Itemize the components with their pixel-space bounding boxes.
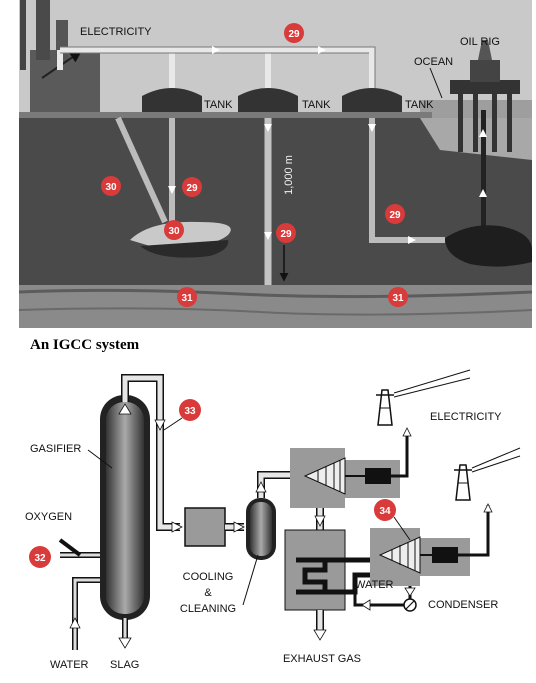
up-arrow bbox=[479, 189, 487, 197]
storage-tank bbox=[342, 88, 402, 112]
badge-34: 34 bbox=[374, 499, 396, 521]
generator-wire-2 bbox=[458, 505, 490, 557]
svg-text:30: 30 bbox=[105, 182, 117, 193]
ground-surface-line bbox=[19, 112, 432, 118]
svg-text:30: 30 bbox=[168, 226, 180, 237]
water-label-bottom: WATER bbox=[50, 659, 89, 671]
svg-text:29: 29 bbox=[389, 210, 401, 221]
up-arrow bbox=[479, 129, 487, 137]
down-arrow bbox=[368, 124, 376, 132]
gasifier-label: GASIFIER bbox=[30, 443, 81, 455]
down-arrow bbox=[264, 124, 272, 132]
cleaning-pointer bbox=[242, 554, 259, 606]
steam-turbine bbox=[378, 536, 458, 574]
oxygen-label: OXYGEN bbox=[25, 511, 72, 523]
generator-wire-1 bbox=[391, 430, 409, 478]
badge-29-center: 29 bbox=[276, 223, 296, 243]
down-arrow bbox=[154, 419, 166, 431]
up-arrow bbox=[402, 427, 412, 437]
oxygen-diagonal-pipe bbox=[58, 538, 82, 557]
up-arrow bbox=[483, 503, 493, 513]
badge-31-left: 31 bbox=[177, 287, 197, 307]
ocean-label: OCEAN bbox=[414, 56, 453, 68]
rock-stripe bbox=[18, 288, 533, 299]
tank-label-3: TANK bbox=[405, 99, 434, 111]
svg-text:33: 33 bbox=[184, 406, 196, 417]
ocean-pointer bbox=[429, 67, 443, 99]
rock-stripe-2 bbox=[18, 307, 533, 316]
right-arrow bbox=[408, 236, 416, 244]
svg-text:31: 31 bbox=[392, 293, 404, 304]
left-arrow bbox=[361, 599, 371, 611]
cooling-cleaning-unit bbox=[184, 507, 226, 547]
right-arrow bbox=[171, 521, 183, 533]
tank-label-1: TANK bbox=[204, 99, 233, 111]
water-inlet-pipe bbox=[72, 577, 100, 650]
pipeline-outline bbox=[60, 46, 376, 90]
storage-figure: 1,000 m ELECTRICITY OIL RIG OCEAN TANK T… bbox=[18, 0, 533, 328]
svg-text:34: 34 bbox=[379, 506, 391, 517]
ocean-well bbox=[369, 118, 445, 243]
up-arrow bbox=[255, 481, 267, 493]
coal-reservoir-shadow bbox=[140, 240, 229, 258]
badge-30-coal: 30 bbox=[164, 220, 184, 240]
down-arrow bbox=[314, 515, 326, 527]
heat-recovery-boiler bbox=[284, 529, 370, 611]
transmission-tower-icon bbox=[454, 447, 521, 501]
down-arrow bbox=[168, 186, 176, 194]
svg-text:29: 29 bbox=[288, 29, 300, 40]
up-arrow bbox=[69, 617, 81, 629]
cleaning-label: CLEANING bbox=[180, 603, 236, 615]
svg-text:29: 29 bbox=[186, 183, 198, 194]
lower-rock-layer bbox=[19, 285, 532, 328]
gasifier-pointer bbox=[87, 449, 113, 469]
up-arrow bbox=[118, 403, 132, 415]
cooling-label: COOLING bbox=[183, 571, 234, 583]
badge-33: 33 bbox=[179, 399, 201, 421]
flow-arrow bbox=[212, 46, 220, 54]
tank-label-2: TANK bbox=[302, 99, 331, 111]
badge-29-top: 29 bbox=[284, 23, 304, 43]
svg-text:29: 29 bbox=[280, 229, 292, 240]
gas-turbine bbox=[303, 457, 391, 495]
down-arrow bbox=[313, 629, 327, 641]
svg-text:32: 32 bbox=[34, 553, 46, 564]
storage-tank bbox=[238, 88, 298, 112]
exhaust-gas-label: EXHAUST GAS bbox=[283, 653, 361, 665]
down-arrow bbox=[264, 232, 272, 240]
amp-label: & bbox=[204, 587, 212, 599]
badge-29-left: 29 bbox=[182, 177, 202, 197]
badge-34-pointer bbox=[393, 516, 411, 541]
down-arrow bbox=[404, 587, 416, 597]
slag-label: SLAG bbox=[110, 659, 139, 671]
water-inlet-pipe-inner bbox=[73, 578, 100, 650]
badge-33-pointer bbox=[163, 417, 183, 431]
depth-label: 1,000 m bbox=[283, 155, 295, 195]
filter-vessel bbox=[246, 498, 276, 560]
figure-caption: An IGCC system bbox=[30, 337, 140, 353]
transmission-tower-icon bbox=[376, 369, 471, 426]
badge-32: 32 bbox=[29, 546, 51, 568]
badge-30-left: 30 bbox=[101, 176, 121, 196]
flow-arrow bbox=[318, 46, 326, 54]
electricity-label-bottom: ELECTRICITY bbox=[430, 411, 502, 423]
oil-reservoir bbox=[445, 225, 532, 267]
badge-31-right: 31 bbox=[388, 287, 408, 307]
gasifier-vessel bbox=[100, 395, 150, 620]
igcc-figure: GASIFIER OXYGEN WATER SLAG COOLING & CLE… bbox=[25, 369, 521, 671]
down-arrow bbox=[118, 637, 132, 649]
oil-rig-label: OIL RIG bbox=[460, 36, 500, 48]
badge-29-right: 29 bbox=[385, 204, 405, 224]
slanted-well bbox=[115, 116, 168, 224]
storage-tank bbox=[142, 88, 202, 112]
oil-rig bbox=[450, 40, 520, 230]
svg-text:31: 31 bbox=[181, 293, 193, 304]
water-label-right: WATER bbox=[355, 579, 394, 591]
right-arrow bbox=[233, 521, 245, 533]
syngas-pipe-inner bbox=[122, 375, 180, 530]
electricity-label: ELECTRICITY bbox=[80, 26, 152, 38]
condenser-label: CONDENSER bbox=[428, 599, 498, 611]
